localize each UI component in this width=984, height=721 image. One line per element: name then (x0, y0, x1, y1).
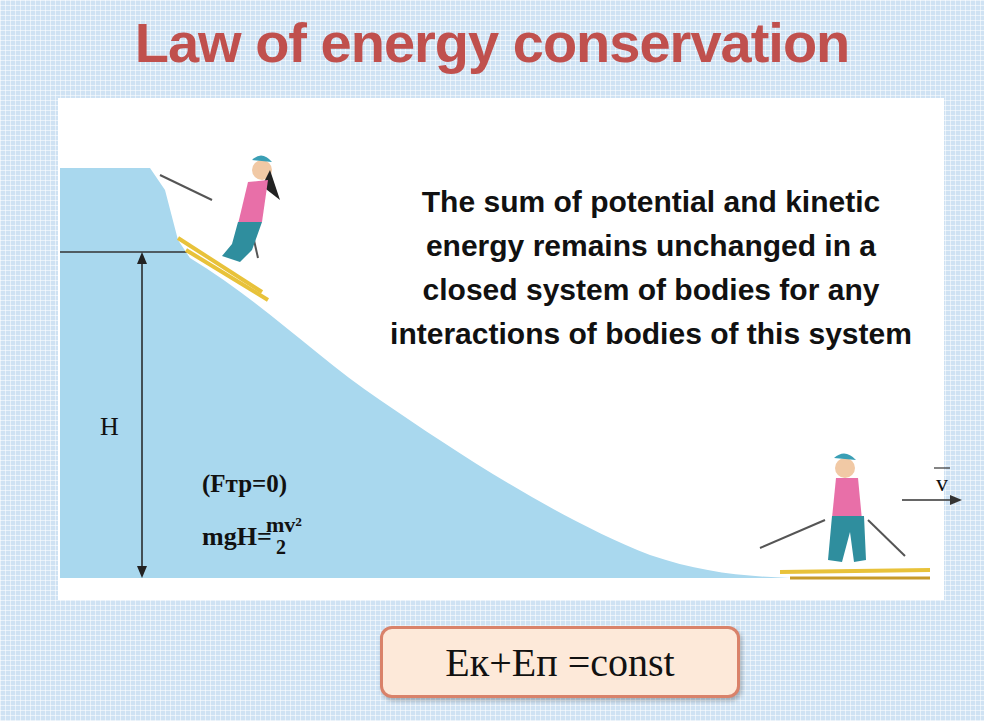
velocity-label: v (936, 470, 948, 497)
formula-part: 2 (276, 536, 286, 559)
condition-label: (Fтр=0) (202, 470, 287, 498)
height-line (60, 251, 188, 253)
vector-bar (934, 467, 950, 468)
white-panel (58, 98, 944, 600)
formula-box: Eк+Eп =const (380, 626, 740, 698)
arrow-head (137, 252, 147, 264)
height-label: H (100, 412, 119, 442)
arrow-head (950, 495, 962, 505)
velocity-arrow (902, 499, 958, 501)
formula-text: Eк+Eп =const (445, 639, 674, 686)
arrow-head (137, 566, 147, 578)
skier-top (160, 155, 280, 300)
title: Law of energy conservation (0, 8, 984, 78)
skier-bottom (760, 453, 930, 578)
formula-part: mv² (266, 512, 302, 538)
formula-part: mgH= (202, 522, 272, 552)
height-arrow (141, 256, 143, 574)
statement-text: The sum of potential and kinetic energy … (376, 180, 926, 356)
